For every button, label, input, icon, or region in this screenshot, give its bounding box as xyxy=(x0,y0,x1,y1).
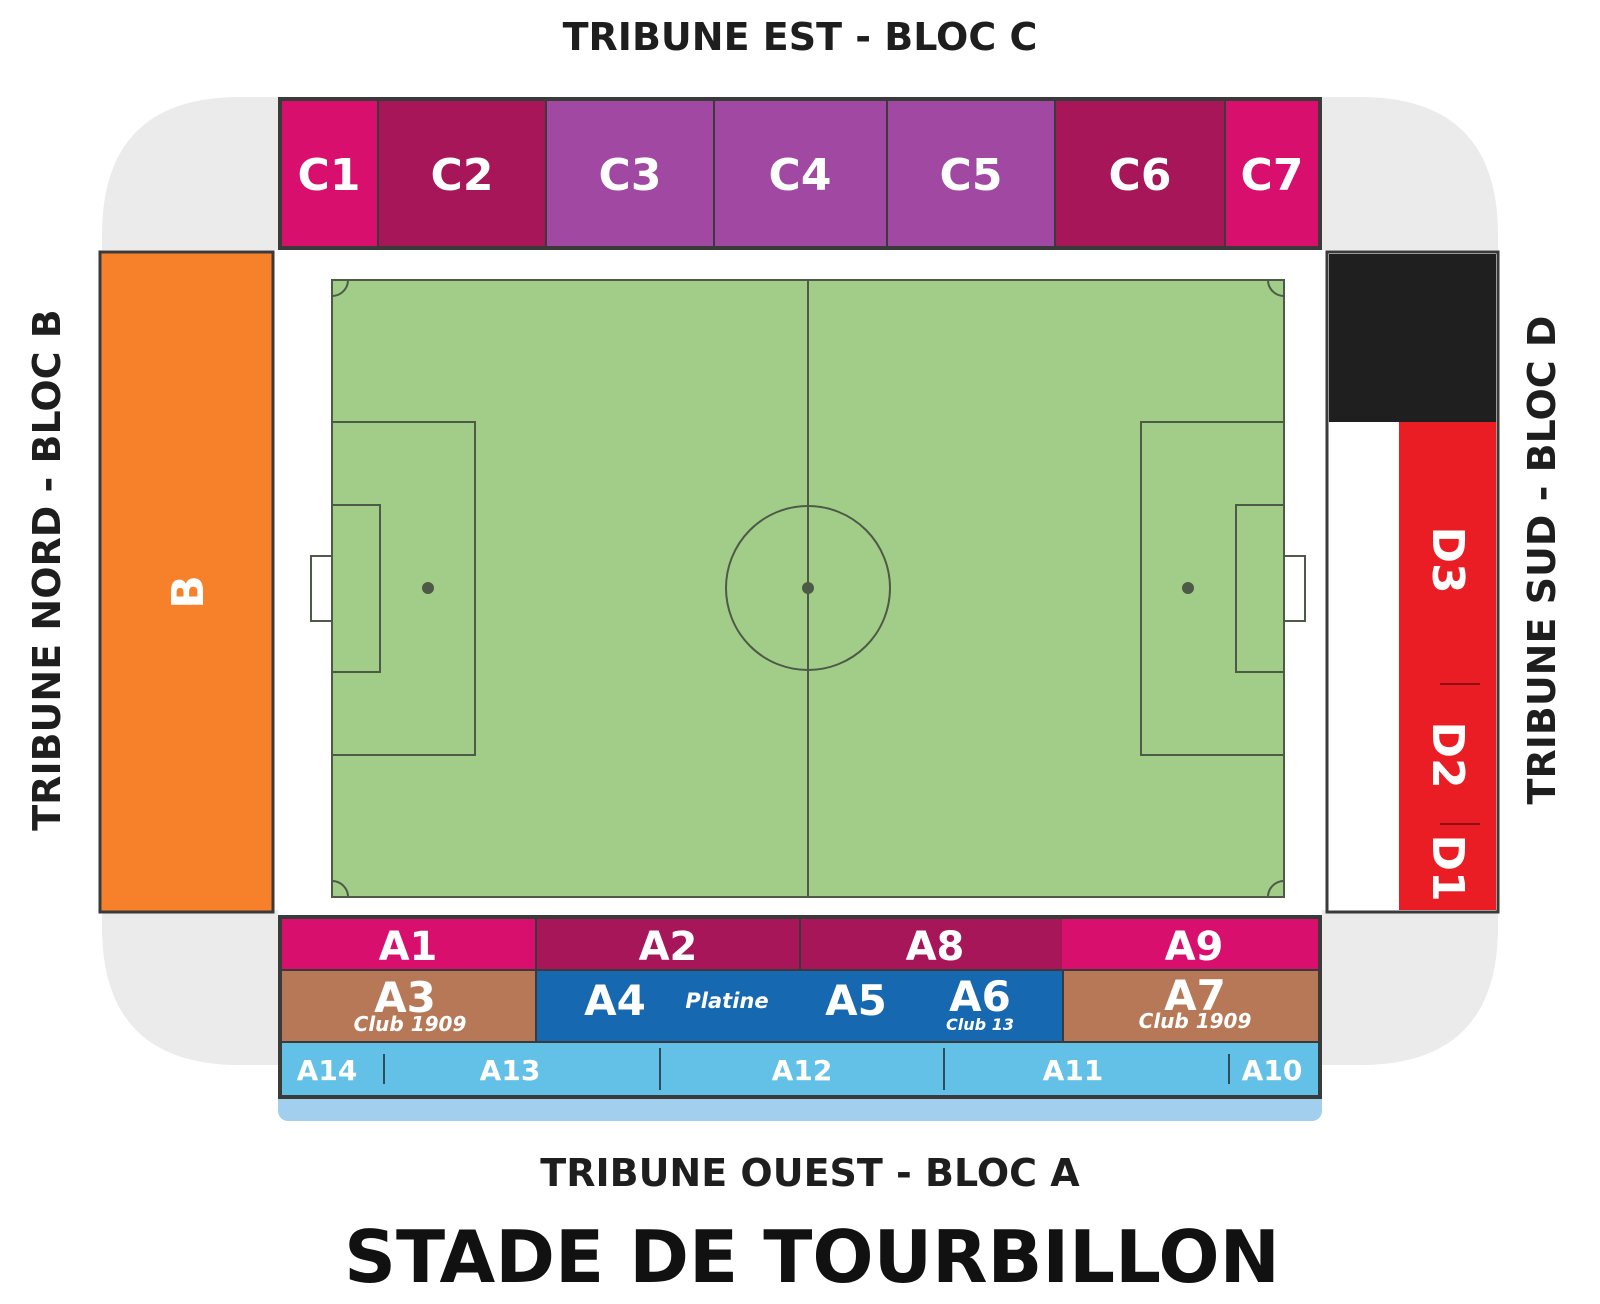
section-a6-label: A6 xyxy=(949,972,1011,1021)
section-d2[interactable]: D2 xyxy=(1399,684,1496,824)
section-a1-label: A1 xyxy=(379,924,438,970)
section-b-label: B xyxy=(163,575,214,609)
section-c4-label: C4 xyxy=(769,150,832,201)
section-a14[interactable]: A14 xyxy=(282,1043,382,1095)
section-a10-label: A10 xyxy=(1242,1054,1303,1087)
section-c5[interactable]: C5 xyxy=(888,101,1054,246)
stadium-title: STADE DE TOURBILLON xyxy=(344,1215,1280,1299)
stand-label-north: TRIBUNE NORD - BLOC B xyxy=(25,309,69,830)
section-d1[interactable]: D1 xyxy=(1399,824,1496,910)
section-a13-label: A13 xyxy=(480,1054,541,1087)
section-d1-label: D1 xyxy=(1422,834,1473,901)
section-a4[interactable]: A4 Platine xyxy=(537,971,805,1041)
corner-bottom-left xyxy=(102,910,278,1065)
section-c7[interactable]: C7 xyxy=(1226,101,1318,246)
section-a7[interactable]: A7 Club 1909 xyxy=(1064,971,1318,1041)
section-a11-label: A11 xyxy=(1043,1054,1104,1087)
corner-top-right xyxy=(1322,97,1498,250)
section-a1[interactable]: A1 xyxy=(282,919,535,970)
section-a12-label: A12 xyxy=(772,1054,833,1087)
section-a7-label: A7 xyxy=(1164,971,1226,1020)
bloc-a: A1 A2 A8 A9 A3 Club 1909 A4 Platine A5 xyxy=(278,915,1322,1121)
section-d3[interactable]: D3 xyxy=(1399,422,1496,684)
section-c6-label: C6 xyxy=(1109,150,1172,201)
section-a11[interactable]: A11 xyxy=(946,1043,1227,1095)
section-c1[interactable]: C1 xyxy=(282,101,377,246)
section-a8[interactable]: A8 xyxy=(801,919,1062,970)
row-a-lower xyxy=(282,1043,1318,1095)
stand-label-south: TRIBUNE SUD - BLOC D xyxy=(1520,316,1564,805)
bloc-c: C1 C2 C3 C4 C5 C6 C7 xyxy=(278,97,1322,250)
section-a6-sublabel: Club 13 xyxy=(946,1015,1014,1034)
section-a10[interactable]: A10 xyxy=(1231,1043,1318,1095)
section-c6[interactable]: C6 xyxy=(1056,101,1224,246)
section-a5-label: A5 xyxy=(825,976,887,1025)
section-a5[interactable]: A5 xyxy=(805,971,915,1041)
section-a4-label: A4 xyxy=(584,976,646,1025)
stand-label-east: TRIBUNE EST - BLOC C xyxy=(563,15,1038,59)
section-a9[interactable]: A9 xyxy=(1062,919,1318,970)
section-a2[interactable]: A2 xyxy=(537,919,799,970)
section-c2[interactable]: C2 xyxy=(379,101,545,246)
bloc-d-black-area xyxy=(1329,254,1496,422)
stand-label-west: TRIBUNE OUEST - BLOC A xyxy=(540,1151,1080,1195)
pitch xyxy=(310,279,1306,898)
section-c5-label: C5 xyxy=(940,150,1003,201)
section-c3-label: C3 xyxy=(599,150,662,201)
section-c4[interactable]: C4 xyxy=(715,101,886,246)
section-c2-label: C2 xyxy=(431,150,494,201)
section-a4-sublabel: Platine xyxy=(685,989,768,1013)
section-a8-label: A8 xyxy=(906,924,965,970)
corner-bottom-right xyxy=(1322,910,1498,1065)
section-a2-label: A2 xyxy=(639,924,698,970)
section-d2-label: D2 xyxy=(1422,721,1473,788)
section-b[interactable]: B xyxy=(98,250,275,914)
corner-top-left xyxy=(102,97,278,250)
section-a6[interactable]: A6 Club 13 xyxy=(915,971,1062,1041)
section-a9-label: A9 xyxy=(1165,924,1224,970)
section-a7-sublabel: Club 1909 xyxy=(1139,1009,1252,1033)
section-c3[interactable]: C3 xyxy=(547,101,713,246)
section-a13[interactable]: A13 xyxy=(386,1043,658,1095)
section-c1-label: C1 xyxy=(298,150,361,201)
section-a3-label: A3 xyxy=(374,973,436,1022)
section-a3[interactable]: A3 Club 1909 xyxy=(282,971,535,1041)
section-a3-sublabel: Club 1909 xyxy=(354,1012,467,1036)
section-d3-label: D3 xyxy=(1422,526,1473,593)
section-a12[interactable]: A12 xyxy=(662,1043,942,1095)
bloc-d: D3 D2 D1 xyxy=(1325,250,1500,914)
section-a14-label: A14 xyxy=(297,1054,358,1087)
section-c7-label: C7 xyxy=(1241,150,1304,201)
